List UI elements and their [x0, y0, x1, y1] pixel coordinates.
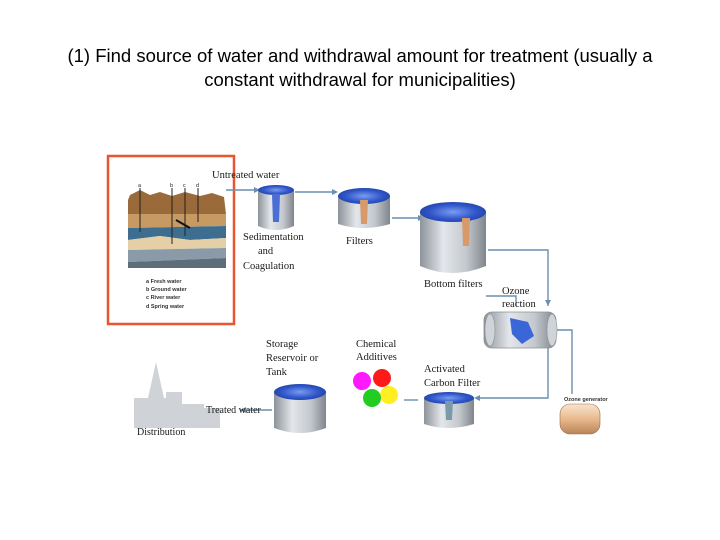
- additive-red-dot: [373, 369, 391, 387]
- slide-title: (1) Find source of water and withdrawal …: [20, 44, 700, 92]
- chemical-additive-dots: [353, 369, 398, 407]
- label-coagulation: Coagulation: [243, 261, 295, 272]
- pipes: [226, 189, 573, 411]
- slide-title-line-1: (1) Find source of water and withdrawal …: [67, 45, 653, 66]
- ozone-generator: [559, 403, 601, 435]
- label-reaction: reaction: [502, 299, 537, 310]
- label-and: and: [258, 246, 274, 257]
- well-letter-c: c: [183, 183, 186, 189]
- additive-magenta-dot: [353, 372, 371, 390]
- label-ozone: Ozone: [502, 286, 530, 297]
- label-bottom-filters: Bottom filters: [424, 279, 483, 290]
- source-legend: a Fresh water b Ground water c River wat…: [146, 279, 188, 310]
- storage-tank: [274, 384, 326, 433]
- distribution-town-silhouette: [134, 362, 220, 428]
- label-tank: Tank: [266, 367, 288, 378]
- sedimentation-tank: [258, 185, 294, 230]
- activated-carbon-tank: [424, 392, 474, 428]
- well-letter-a: a: [138, 183, 142, 189]
- filters-tank: [338, 188, 390, 228]
- legend-river-water: c River water: [146, 295, 181, 301]
- label-filters: Filters: [346, 236, 373, 247]
- additive-green-dot: [363, 389, 381, 407]
- ozone-reaction-vessel: [483, 311, 558, 349]
- additive-yellow-dot: [380, 386, 398, 404]
- legend-fresh-water: a Fresh water: [146, 279, 182, 285]
- label-distribution: Distribution: [137, 427, 185, 438]
- source-highlight-box: [106, 154, 236, 326]
- legend-ground-water: b Ground water: [146, 287, 188, 293]
- label-untreated-water: Untreated water: [212, 170, 280, 181]
- label-sedimentation: Sedimentation: [243, 232, 304, 243]
- well-letter-b: b: [170, 183, 173, 189]
- label-reservoir-or: Reservoir or: [266, 353, 319, 364]
- well-letter-d: d: [196, 183, 199, 189]
- label-storage: Storage: [266, 339, 298, 350]
- label-treated-water: Treated water: [206, 405, 262, 416]
- pipe-arrows: [240, 187, 551, 413]
- bottom-filters-tank: [420, 202, 486, 273]
- slide-title-line-2: constant withdrawal for municipalities): [204, 69, 516, 90]
- label-carbon-filter: Carbon Filter: [424, 378, 481, 389]
- label-additives: Additives: [356, 352, 397, 363]
- label-chemical: Chemical: [356, 339, 396, 350]
- groundwater-illustration: a b c d: [128, 183, 226, 268]
- legend-spring-water: d Spring water: [146, 304, 185, 310]
- label-activated: Activated: [424, 364, 466, 375]
- label-ozone-generator: Ozone generator: [564, 397, 609, 403]
